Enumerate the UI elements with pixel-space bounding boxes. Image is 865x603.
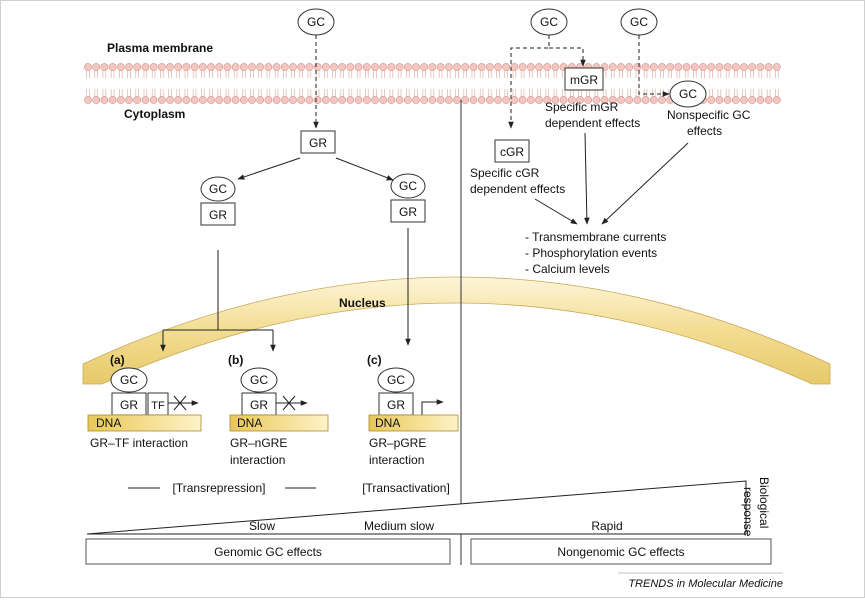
cytoplasm-label: Cytoplasm [124, 107, 185, 121]
speed-slow: Slow [249, 519, 275, 533]
specific-cgr-text-2: dependent effects [470, 182, 565, 196]
cytoplasmic-cgr: cGR [494, 139, 530, 163]
gc-to-cgr-arrow [508, 35, 550, 129]
panel-b-caption-2: interaction [230, 453, 285, 467]
dna-strip [229, 414, 329, 432]
plasma-membrane-label: Plasma membrane [107, 41, 213, 55]
cgr-label: cGR [500, 145, 524, 159]
cgr-effects-arrow [534, 198, 578, 225]
effect-calcium: - Calcium levels [525, 262, 610, 276]
gc-nonspecific-arrow [638, 35, 670, 97]
speed-rapid: Rapid [591, 519, 622, 533]
gr-label: GR [209, 208, 227, 222]
panel-a-letter: (a) [110, 353, 125, 367]
block-cross-icon [173, 395, 187, 411]
gc-label: GC [630, 15, 648, 29]
transcription-start-arrow [421, 399, 444, 415]
effect-phosphorylation: - Phosphorylation events [525, 246, 657, 260]
speed-medium-slow: Medium slow [364, 519, 434, 533]
panel-b-caption-1: GR–nGRE [230, 436, 287, 450]
membrane-gr: mGR [564, 67, 604, 91]
tf-label: TF [151, 400, 165, 412]
panel-c-caption-2: interaction [369, 453, 424, 467]
extracellular-gc-3: GC [620, 8, 658, 36]
panel-a-gr-tf: (a) GC GR TF DNA GR–TF interaction [87, 353, 202, 450]
biological-response-label-2: response [741, 487, 755, 537]
gc-gr-complex-left: GC GR [200, 176, 236, 226]
panel-c-letter: (c) [367, 353, 382, 367]
genomic-effects-box [85, 538, 451, 565]
gc-label: GC [120, 373, 138, 387]
gr-label: GR [309, 136, 327, 150]
gc-label: GC [250, 373, 268, 387]
cytoplasmic-gr: GR [300, 130, 336, 154]
panel-b-letter: (b) [228, 353, 243, 367]
effect-transmembrane: - Transmembrane currents [525, 230, 666, 244]
membrane-gc: GC [669, 80, 707, 108]
specific-cgr-text-1: Specific cGR [470, 166, 540, 180]
footer-source: TRENDS in Molecular Medicine [628, 578, 783, 590]
gr-label: GR [399, 205, 417, 219]
gc-label: GC [307, 15, 325, 29]
transrepression-label: [Transrepression] [173, 481, 266, 495]
biological-response-label-1: Biological [757, 477, 771, 528]
panel-c-caption-1: GR–pGRE [369, 436, 426, 450]
dna-label: DNA [96, 416, 121, 430]
transactivation-label: [Transactivation] [362, 481, 450, 495]
gr-label: GR [120, 398, 138, 412]
nucleus-envelope [82, 276, 831, 385]
nongenomic-effects-box [470, 538, 772, 565]
dna-label: DNA [375, 416, 400, 430]
dna-strip [87, 414, 202, 432]
panel-b-gr-ngre: (b) GC GR DNA GR–nGRE interaction [228, 353, 329, 467]
extracellular-gc-2: GC [530, 8, 568, 36]
dna-label: DNA [237, 416, 262, 430]
genomic-effects-label: Genomic GC effects [214, 545, 322, 559]
nonspecific-gc-text-1: Nonspecific GC [667, 108, 751, 122]
specific-mgr-text-2: dependent effects [545, 116, 640, 130]
nongenomic-effects-label: Nongenomic GC effects [557, 545, 684, 559]
gr-label: GR [250, 398, 268, 412]
gc-label: GC [540, 15, 558, 29]
nonspecific-effects-arrow [601, 142, 689, 225]
split-connector [163, 250, 273, 331]
block-cross-icon [282, 395, 296, 411]
gc-label: GC [387, 373, 405, 387]
nonspecific-gc-text-2: effects [687, 124, 722, 138]
gr-left-arrow [237, 157, 301, 180]
gc-label: GC [399, 179, 417, 193]
panel-c-gr-pgre: (c) GC GR DNA GR–pGRE interaction [367, 353, 459, 467]
panel-a-caption: GR–TF interaction [90, 436, 188, 450]
gc-gr-complex-right: GC GR [390, 173, 426, 223]
gc-label: GC [679, 87, 697, 101]
gc-label: GC [209, 182, 227, 196]
response-wedge [86, 480, 747, 535]
specific-mgr-text-1: Specific mGR [545, 100, 619, 114]
nucleus-label: Nucleus [339, 296, 386, 310]
gr-label: GR [387, 398, 405, 412]
gr-right-arrow [335, 157, 394, 181]
mgr-effects-arrow [584, 132, 590, 225]
mgr-label: mGR [570, 73, 598, 87]
extracellular-gc: GC [297, 8, 335, 36]
dna-strip [368, 414, 459, 432]
gc-to-mgr-arrow [549, 47, 586, 67]
